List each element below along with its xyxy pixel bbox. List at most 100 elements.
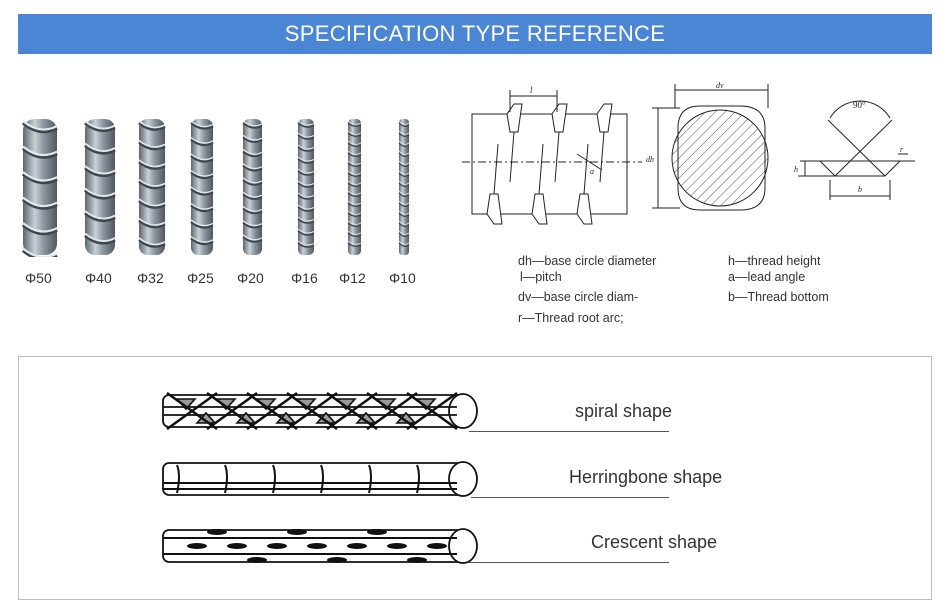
rebar-rib xyxy=(297,170,315,176)
rebar-rib-highlight xyxy=(347,240,361,245)
rebar-rib xyxy=(297,146,315,152)
crescent-shape-label: Crescent shape xyxy=(591,532,718,552)
rebar-photo-0 xyxy=(21,119,58,257)
rebar-rib-highlight xyxy=(398,220,410,225)
rebar-rib xyxy=(398,122,410,127)
rebar-rib-highlight xyxy=(138,120,166,129)
rebar-rib-highlight xyxy=(398,160,410,165)
rebar-photo-5 xyxy=(297,119,315,255)
rebar-size-label: Φ20 xyxy=(237,270,264,286)
rebar-photo-2 xyxy=(138,119,166,255)
rebar-rib xyxy=(241,150,262,158)
rebar-rib xyxy=(398,192,410,197)
rebar-rib xyxy=(398,182,410,187)
rebar-rib-highlight xyxy=(297,216,315,222)
rebar-rib xyxy=(241,222,262,229)
legend-r: r—Thread root arc; xyxy=(518,311,624,325)
rebar-rib xyxy=(241,179,262,186)
rebar-rib-highlight xyxy=(190,153,214,161)
rebar-rib xyxy=(347,182,361,188)
rebar-rib xyxy=(398,172,410,177)
rebar-rib-highlight xyxy=(398,210,410,215)
rebar-rib-highlight xyxy=(190,120,214,128)
crescent-underline xyxy=(469,562,669,563)
rebar-body xyxy=(85,119,115,255)
thread-profile-diagram: l a xyxy=(462,82,642,232)
legend-a: a—lead angle xyxy=(728,270,806,284)
rebar-photo-6 xyxy=(347,119,361,255)
rebar-rib xyxy=(241,136,262,143)
rebar-rib xyxy=(297,158,315,164)
rebar-rib-highlight xyxy=(242,163,262,170)
rebar-rib xyxy=(347,132,361,138)
rebar-rib xyxy=(241,122,262,129)
rebar-rib xyxy=(398,212,410,217)
rebar-size-label: Φ25 xyxy=(187,270,214,286)
rebar-rib xyxy=(347,172,361,178)
rebar-rib xyxy=(138,121,166,131)
rebar-rib xyxy=(21,147,58,159)
rebar-rib xyxy=(21,198,58,210)
rebar-photo-3 xyxy=(190,119,214,255)
legend-l: l—pitch xyxy=(520,270,562,284)
rebar-rib xyxy=(84,166,116,178)
rebar-rib xyxy=(241,207,262,215)
rebar-rib-highlight xyxy=(297,180,315,186)
rebar-rib-highlight xyxy=(347,120,361,125)
rebar-rib xyxy=(190,138,214,147)
rebar-rib-highlight xyxy=(190,219,214,227)
rebar-rib xyxy=(398,152,410,157)
rebar-rib xyxy=(84,144,116,155)
rebar-rib-highlight xyxy=(398,240,410,245)
rebar-rib xyxy=(21,249,58,257)
rebar-rib-highlight xyxy=(84,120,116,130)
rebar-rib-highlight xyxy=(297,144,315,150)
rebar-rib xyxy=(190,204,214,213)
rebar-rib xyxy=(84,121,116,133)
rebar-rib xyxy=(297,134,315,140)
bottom-label: b xyxy=(858,185,862,194)
rebar-rib xyxy=(347,122,361,128)
herringbone-shape-label: Herringbone shape xyxy=(569,467,723,487)
legend-dv: dv—base circle diam- xyxy=(518,290,639,304)
rebar-rib xyxy=(347,222,361,228)
rebar-rib-highlight xyxy=(347,220,361,225)
rebar-rib xyxy=(297,242,315,248)
rebar-rib xyxy=(190,188,214,196)
rebar-rib-highlight xyxy=(398,230,410,235)
rebar-rib xyxy=(347,242,361,248)
rebar-rib-highlight xyxy=(398,140,410,145)
rebar-rib xyxy=(190,237,214,246)
rebar-rib xyxy=(241,165,262,172)
rebar-rib xyxy=(21,121,58,134)
rebar-rib-highlight xyxy=(84,187,116,197)
rebar-rib-highlight xyxy=(347,230,361,235)
rebar-photo-4 xyxy=(241,119,262,255)
rebar-photo-1 xyxy=(84,119,116,255)
rebar-rib-highlight xyxy=(190,136,214,144)
rebar-rib-highlight xyxy=(347,210,361,215)
rebar-rib xyxy=(297,182,315,188)
shape-row-spiral: spiral shape xyxy=(19,377,931,447)
rebar-rib-highlight xyxy=(297,228,315,234)
rebar-size-label: Φ12 xyxy=(339,270,366,286)
rib-angle-diagram: 90° r h b xyxy=(790,96,930,216)
rebar-rib-highlight xyxy=(398,120,410,125)
rebar-rib-highlight xyxy=(242,134,262,141)
rebar-rib xyxy=(138,160,166,170)
spiral-rebar-illustration xyxy=(157,385,487,442)
height-label: h xyxy=(794,165,798,174)
rebar-rib xyxy=(190,171,214,180)
rebar-rib-highlight xyxy=(22,145,58,157)
rebar-rib xyxy=(347,152,361,158)
rebar-rib-highlight xyxy=(398,200,410,205)
rebar-rib xyxy=(84,189,116,200)
rebar-rib-highlight xyxy=(347,180,361,185)
rebar-rib-highlight xyxy=(138,139,166,148)
rebar-body xyxy=(191,119,213,255)
rebar-rib-highlight xyxy=(138,237,166,246)
rebar-size-label: Φ16 xyxy=(291,270,318,286)
rebar-rib-highlight xyxy=(138,217,166,226)
rebar-rib-highlight xyxy=(190,169,214,177)
